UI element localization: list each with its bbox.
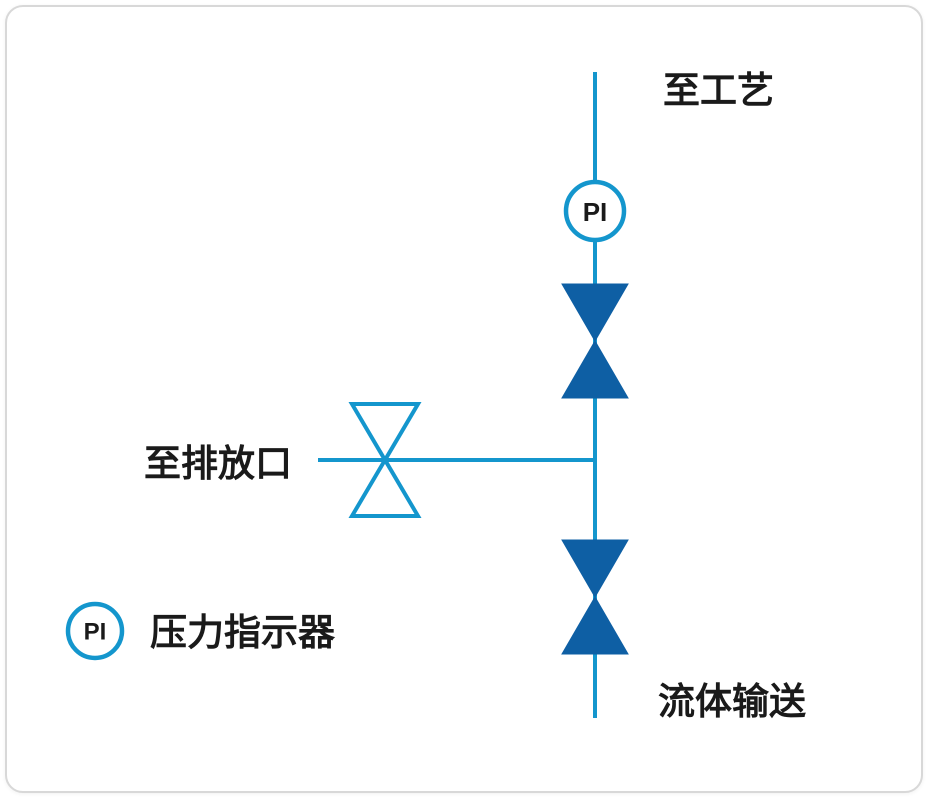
label-to-process: 至工艺	[663, 70, 774, 111]
legend-pi-tag: PI	[84, 619, 107, 646]
isolation-valve-bottom-icon	[561, 539, 629, 655]
valve-top-upper-triangle	[561, 283, 629, 342]
pressure-indicator-circle	[563, 179, 627, 243]
drain-valve-lower-triangle	[348, 456, 422, 518]
drain-valve-upper-triangle	[348, 402, 422, 464]
pressure-indicator-tag: PI	[583, 197, 608, 227]
label-fluid-transfer: 流体输送	[658, 681, 806, 722]
drain-valve-icon	[348, 402, 422, 518]
valve-bottom-lower-triangle	[561, 596, 629, 655]
legend: PI 压力指示器	[65, 601, 336, 661]
diagram-card	[5, 5, 923, 793]
valve-bottom-upper-triangle	[561, 539, 629, 598]
valve-top-lower-triangle	[561, 340, 629, 399]
legend-pi-circle	[65, 601, 125, 661]
isolation-valve-top-icon	[561, 283, 629, 399]
pressure-indicator-symbol: PI	[563, 179, 627, 243]
legend-label: 压力指示器	[150, 612, 336, 653]
label-to-drain: 至排放口	[144, 443, 292, 484]
